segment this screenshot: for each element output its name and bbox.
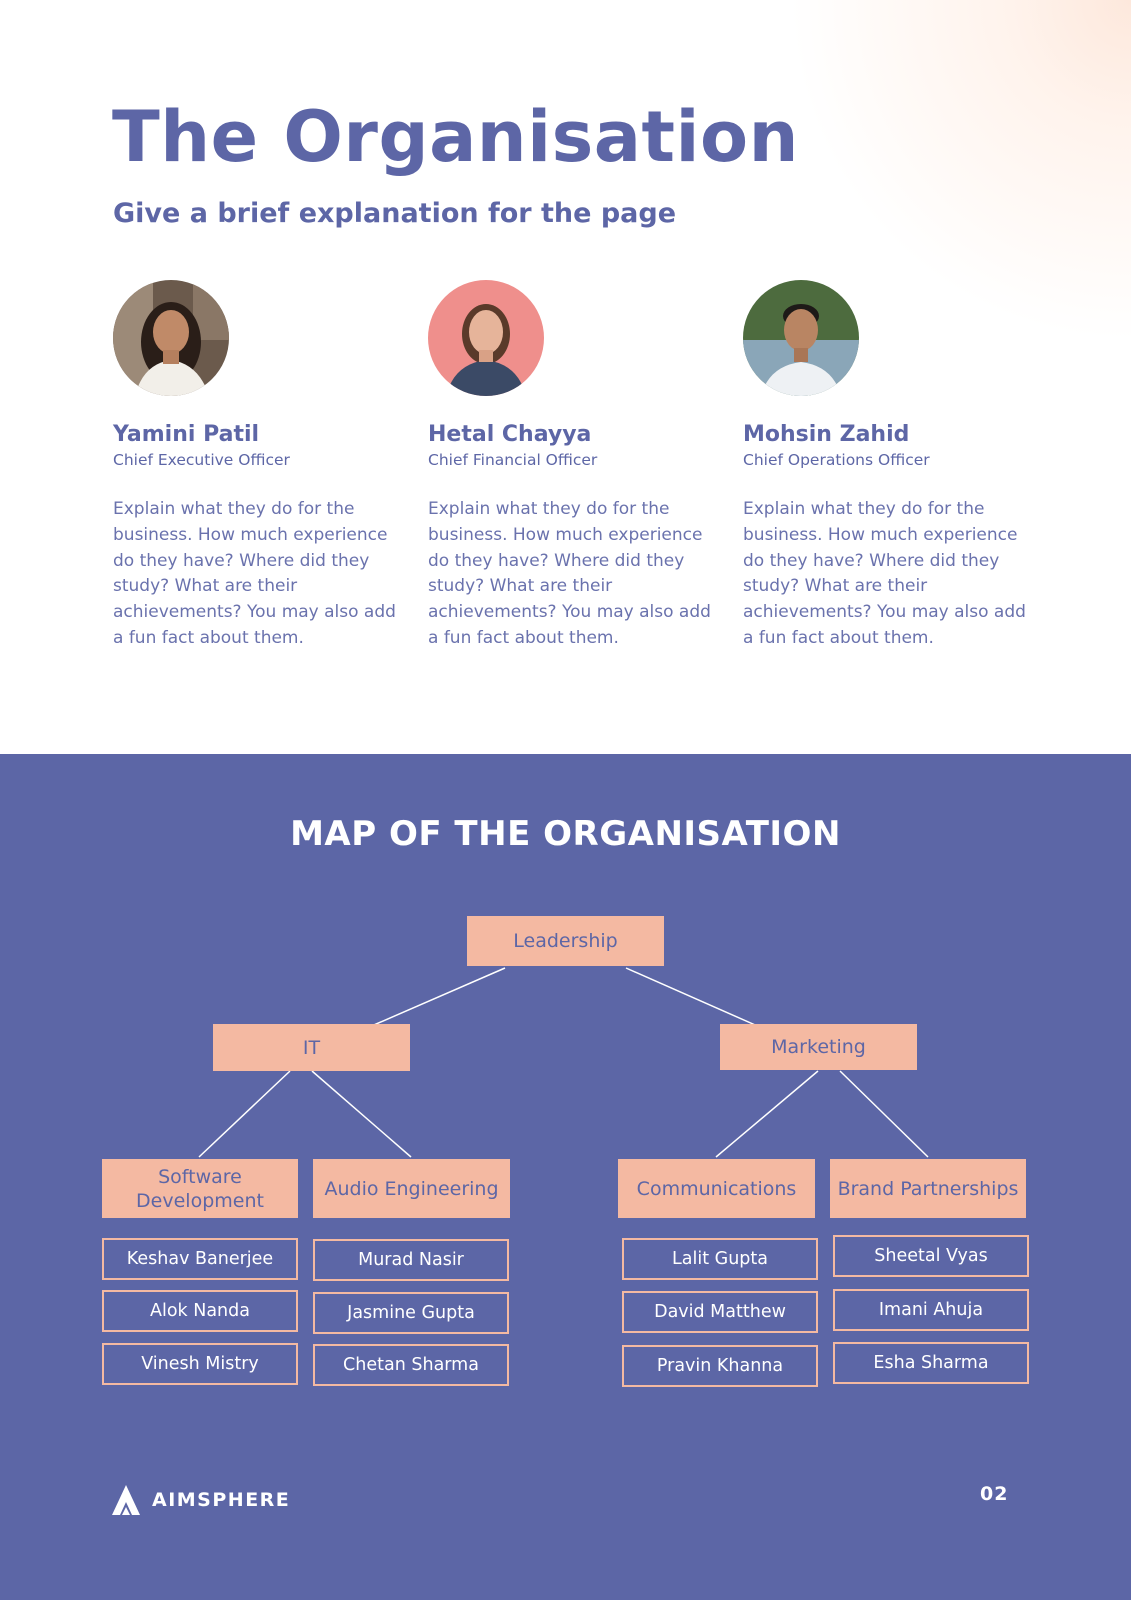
team-member: Vinesh Mistry <box>102 1343 298 1385</box>
org-node-software-development: Software Development <box>102 1159 298 1218</box>
org-node-communications: Communications <box>618 1159 815 1218</box>
org-node-it: IT <box>213 1024 410 1071</box>
page-number: 02 <box>980 1483 1009 1505</box>
brand-logo: AIMSPHERE <box>112 1485 290 1515</box>
avatar <box>113 280 229 396</box>
org-node-leadership: Leadership <box>467 916 664 966</box>
person-name: Mohsin Zahid <box>743 422 910 447</box>
person-card-ceo: Yamini Patil Chief Executive Officer Exp… <box>113 280 413 652</box>
team-member: Sheetal Vyas <box>833 1235 1029 1277</box>
avatar <box>743 280 859 396</box>
team-member: Jasmine Gupta <box>313 1292 509 1334</box>
org-map-section: MAP OF THE ORGANISATION Leadership IT Ma… <box>0 754 1131 1600</box>
person-role: Chief Financial Officer <box>428 451 598 469</box>
page-subtitle: Give a brief explanation for the page <box>113 198 677 229</box>
brand-name: AIMSPHERE <box>152 1489 291 1511</box>
team-member: Esha Sharma <box>833 1342 1029 1384</box>
person-role: Chief Operations Officer <box>743 451 930 469</box>
header-section: The Organisation Give a brief explanatio… <box>0 0 1131 754</box>
team-member: Pravin Khanna <box>622 1345 818 1387</box>
person-description: Explain what they do for the business. H… <box>743 499 1026 648</box>
org-node-audio-engineering: Audio Engineering <box>313 1159 510 1218</box>
person-card-cfo: Hetal Chayya Chief Financial Officer Exp… <box>428 280 728 652</box>
org-node-marketing: Marketing <box>720 1024 917 1070</box>
avatar <box>428 280 544 396</box>
aimsphere-logo-icon <box>112 1485 140 1515</box>
person-description: Explain what they do for the business. H… <box>428 499 711 648</box>
team-member: Lalit Gupta <box>622 1238 818 1280</box>
person-description: Explain what they do for the business. H… <box>113 499 396 648</box>
team-member: Alok Nanda <box>102 1290 298 1332</box>
team-member: Keshav Banerjee <box>102 1238 298 1280</box>
team-member: Murad Nasir <box>313 1239 509 1281</box>
person-role: Chief Executive Officer <box>113 451 290 469</box>
page-title: The Organisation <box>112 96 799 178</box>
person-name: Hetal Chayya <box>428 422 592 447</box>
team-member: David Matthew <box>622 1291 818 1333</box>
team-member: Imani Ahuja <box>833 1289 1029 1331</box>
person-card-coo: Mohsin Zahid Chief Operations Officer Ex… <box>743 280 1043 652</box>
org-map-title: MAP OF THE ORGANISATION <box>290 814 841 854</box>
org-node-brand-partnerships: Brand Partnerships <box>830 1159 1026 1218</box>
team-member: Chetan Sharma <box>313 1344 509 1386</box>
person-name: Yamini Patil <box>113 422 260 447</box>
org-connector-lines <box>198 967 929 1158</box>
